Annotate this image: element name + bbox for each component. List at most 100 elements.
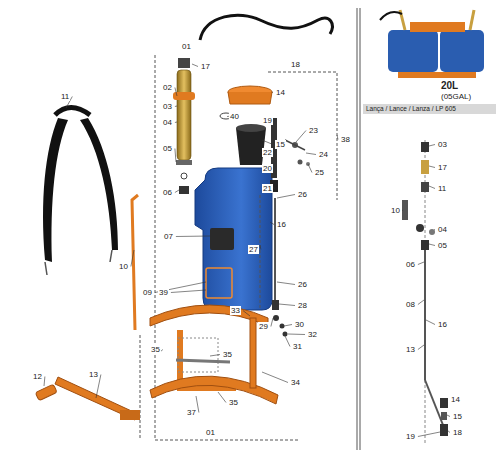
callout-number: 08 bbox=[405, 300, 416, 309]
leader-line bbox=[176, 236, 210, 238]
leader-line bbox=[418, 300, 424, 305]
leader-line bbox=[243, 311, 250, 317]
callout-number: 13 bbox=[88, 370, 99, 379]
header-band: Lança / Lance / Lanza / LP 605 bbox=[363, 104, 496, 114]
leader-line bbox=[285, 336, 290, 347]
callout-number: 21 bbox=[262, 184, 273, 193]
leader-line bbox=[418, 262, 424, 265]
callout-number: 12 bbox=[32, 372, 43, 381]
leader-line bbox=[284, 325, 292, 327]
leader-line bbox=[426, 320, 435, 325]
callout-number: 39 bbox=[158, 288, 169, 297]
callout-number: 01 bbox=[205, 428, 216, 437]
callout-number: 25 bbox=[314, 168, 325, 177]
callout-number: 18 bbox=[452, 428, 463, 437]
callout-number: 15 bbox=[452, 412, 463, 421]
callout-number: 28 bbox=[297, 301, 308, 310]
callout-number: 13 bbox=[405, 345, 416, 354]
leader-line bbox=[288, 334, 305, 336]
leader-line bbox=[44, 377, 46, 387]
leader-line bbox=[429, 166, 435, 168]
leader-line bbox=[306, 153, 316, 155]
callout-number: 16 bbox=[437, 320, 448, 329]
leader-line bbox=[308, 164, 312, 173]
callout-number: 06 bbox=[405, 260, 416, 269]
leader-line bbox=[175, 149, 176, 163]
callout-number: 40 bbox=[229, 112, 240, 121]
callout-number: 10 bbox=[118, 262, 129, 271]
callout-number: 23 bbox=[308, 126, 319, 135]
leader-line bbox=[192, 64, 198, 67]
callout-number: 37 bbox=[186, 408, 197, 417]
callout-number: 09 bbox=[142, 288, 153, 297]
callout-number: 31 bbox=[292, 342, 303, 351]
callout-number: 35 bbox=[222, 350, 233, 359]
callout-number: 35 bbox=[228, 398, 239, 407]
callout-number: 26 bbox=[297, 280, 308, 289]
leader-line bbox=[429, 244, 435, 246]
leader-line bbox=[418, 432, 440, 437]
callout-number: 24 bbox=[318, 150, 329, 159]
capacity-label: 20L bbox=[440, 80, 459, 91]
leader-line bbox=[447, 399, 448, 401]
leader-line bbox=[447, 430, 450, 433]
leader-line bbox=[262, 140, 273, 145]
leader-line bbox=[260, 245, 262, 250]
callout-number: 33 bbox=[230, 306, 241, 315]
callout-number: 05 bbox=[437, 241, 448, 250]
leader-line bbox=[271, 318, 273, 327]
leader-line bbox=[277, 282, 295, 285]
callout-number: 14 bbox=[450, 395, 461, 404]
leader-line bbox=[279, 304, 295, 306]
leader-line bbox=[447, 415, 450, 417]
leader-line bbox=[218, 392, 226, 403]
callout-number: 11 bbox=[437, 184, 447, 193]
callout-number: 17 bbox=[437, 163, 448, 172]
callout-number: 34 bbox=[290, 378, 301, 387]
callout-number: 06 bbox=[162, 188, 173, 197]
capacity-label: (05GAL) bbox=[440, 92, 472, 101]
callout-number: 20 bbox=[262, 164, 273, 173]
leader-line bbox=[434, 229, 435, 231]
callout-number: 18 bbox=[290, 60, 301, 69]
leader-line bbox=[337, 135, 338, 140]
leader-line bbox=[175, 190, 179, 193]
leader-line bbox=[296, 131, 306, 143]
leader-line bbox=[171, 290, 206, 293]
leader-line bbox=[175, 88, 177, 97]
callout-number: 03 bbox=[162, 102, 173, 111]
leader-line bbox=[402, 210, 404, 212]
callout-number: 04 bbox=[437, 225, 448, 234]
header-text: Lança / Lance / Lanza / LP 605 bbox=[363, 104, 496, 114]
leader-line bbox=[175, 106, 177, 108]
callout-number: 19 bbox=[262, 116, 273, 125]
callout-number: 03 bbox=[437, 140, 448, 149]
callout-number: 32 bbox=[307, 330, 318, 339]
leader-line bbox=[270, 222, 274, 225]
callout-number: 16 bbox=[276, 220, 287, 229]
callout-number: 30 bbox=[294, 320, 305, 329]
callout-number: 04 bbox=[162, 118, 173, 127]
callout-number: 35 bbox=[150, 345, 161, 354]
callout-number: 22 bbox=[262, 148, 273, 157]
callout-number: 17 bbox=[200, 62, 211, 71]
leader-line bbox=[175, 122, 177, 124]
leader-line bbox=[210, 355, 220, 357]
leader-line bbox=[272, 92, 273, 94]
callout-number: 29 bbox=[258, 322, 269, 331]
callout-number: 14 bbox=[275, 88, 286, 97]
callout-number: 27 bbox=[248, 245, 259, 254]
leader-line bbox=[131, 250, 134, 267]
leader-line bbox=[418, 345, 424, 350]
callout-number: 10 bbox=[390, 206, 401, 215]
callout-number: 05 bbox=[162, 144, 173, 153]
callout-number: 26 bbox=[297, 190, 308, 199]
callout-number: 02 bbox=[162, 83, 173, 92]
leader-line bbox=[429, 145, 435, 147]
leader-line bbox=[277, 195, 295, 199]
leader-line bbox=[262, 372, 288, 383]
callout-number: 01 bbox=[181, 42, 192, 51]
leader-line bbox=[429, 186, 435, 189]
